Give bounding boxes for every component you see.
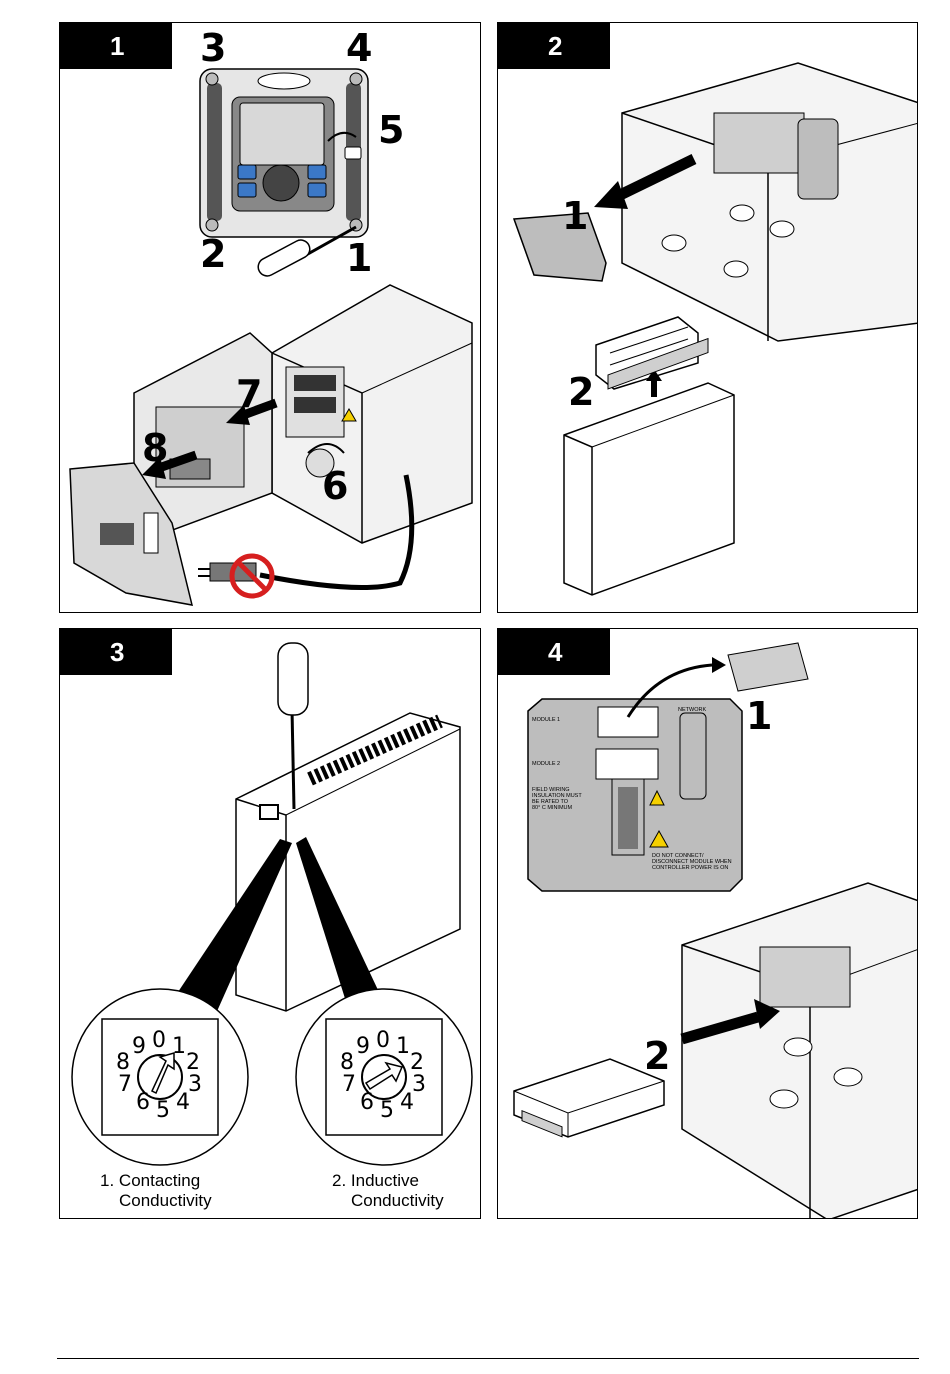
svg-text:9: 9: [132, 1034, 146, 1059]
controller-front: [200, 69, 368, 237]
panel-step-1: 1 3 4 5 2 1: [59, 22, 481, 613]
svg-text:1: 1: [396, 1034, 410, 1059]
caption-number: 1.: [100, 1171, 114, 1190]
caption-line-2: Conductivity: [332, 1191, 444, 1210]
callout-6: 6: [322, 464, 348, 508]
rotary-switch-contacting: 0 1 2 3 4 5 6 7 8 9: [72, 989, 248, 1165]
caption-line-1: Inductive: [351, 1171, 419, 1190]
callout-8: 8: [142, 426, 168, 470]
caption-inductive: 2. Inductive Conductivity: [332, 1171, 444, 1211]
callout-5: 5: [378, 108, 404, 152]
label-module-1: MODULE 1: [532, 717, 560, 723]
svg-text:5: 5: [380, 1098, 394, 1123]
blank-plate: [728, 643, 808, 691]
svg-text:7: 7: [118, 1072, 132, 1097]
svg-text:0: 0: [152, 1028, 166, 1053]
svg-text:6: 6: [360, 1090, 374, 1115]
svg-text:8: 8: [116, 1050, 130, 1075]
panel-step-2: 2 1 2: [497, 22, 918, 613]
caption-line-2: Conductivity: [100, 1191, 212, 1210]
module-install-illustration: MODULE 1 MODULE 2 NETWORK FIELD WIRING I…: [498, 629, 918, 1219]
svg-text:3: 3: [412, 1072, 426, 1097]
footer-rule: [57, 1358, 919, 1359]
svg-text:4: 4: [176, 1090, 190, 1115]
callout-3: 3: [200, 26, 226, 70]
callout-2: 2: [200, 232, 226, 276]
controller-open-illustration: 3 4 5 2 1: [60, 23, 481, 613]
svg-text:3: 3: [188, 1072, 202, 1097]
caption-line-1: Contacting: [119, 1171, 200, 1190]
svg-text:9: 9: [356, 1034, 370, 1059]
callout-2: 2: [568, 370, 594, 414]
callout-1: 1: [562, 194, 588, 238]
module-removal-illustration: 1 2: [498, 23, 918, 613]
caption-contacting: 1. Contacting Conductivity: [100, 1171, 212, 1211]
callout-1: 1: [346, 236, 372, 280]
panel-step-3: 3 0 1 2 3 4 5 6: [59, 628, 481, 1219]
svg-text:0: 0: [376, 1028, 390, 1053]
label-module-2: MODULE 2: [532, 761, 560, 767]
module-label-plate: MODULE 1 MODULE 2 NETWORK FIELD WIRING I…: [528, 699, 742, 891]
svg-text:8: 8: [340, 1050, 354, 1075]
callout-1: 1: [746, 694, 772, 738]
controller-enclosure: [682, 883, 918, 1219]
controller-body-open: [272, 285, 472, 543]
panel-step-4: 4 MODULE 1 MODULE 2 NETWORK FIELD WIRING…: [497, 628, 918, 1219]
label-warning-3: CONTROLLER POWER IS ON: [652, 865, 728, 871]
rotary-switch-inductive: 0 1 2 3 4 5 6 7 8 9: [296, 989, 472, 1165]
switch-setting-illustration: 0 1 2 3 4 5 6 7 8 9 0 1 2 3 4 5 6 7 8 9: [60, 629, 481, 1219]
svg-text:7: 7: [342, 1072, 356, 1097]
svg-text:1: 1: [172, 1034, 186, 1059]
svg-text:5: 5: [156, 1098, 170, 1123]
callout-4: 4: [346, 26, 372, 70]
label-network: NETWORK: [678, 707, 706, 713]
callout-2: 2: [644, 1034, 670, 1078]
callout-7: 7: [236, 372, 262, 416]
caption-number: 2.: [332, 1171, 346, 1190]
blank-module-cover: [514, 213, 606, 281]
measurement-module: [514, 1059, 664, 1137]
controller-enclosure: [622, 63, 918, 341]
svg-text:4: 4: [400, 1090, 414, 1115]
svg-text:6: 6: [136, 1090, 150, 1115]
label-field-wiring-4: 80° C MINIMUM: [532, 805, 573, 811]
